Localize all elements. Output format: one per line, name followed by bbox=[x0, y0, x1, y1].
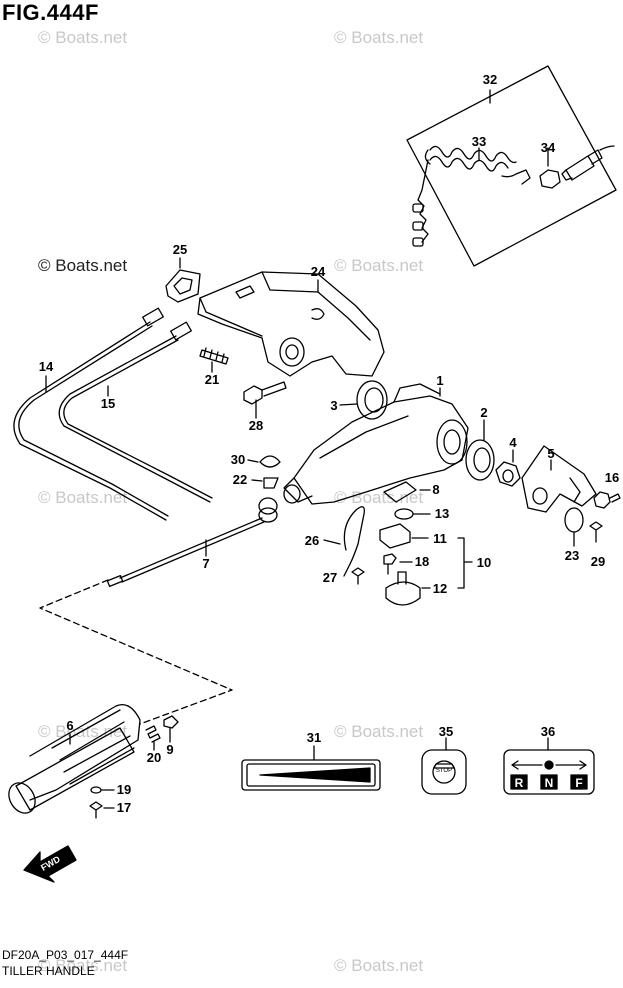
leader-line bbox=[247, 459, 259, 463]
watermark: © Boats.net bbox=[334, 256, 424, 275]
washer-icon bbox=[394, 508, 414, 520]
watermark: © Boats.net bbox=[334, 722, 424, 741]
bolt-icon bbox=[593, 491, 621, 509]
callout-31: 31 bbox=[307, 730, 321, 745]
callout-9: 9 bbox=[166, 742, 173, 757]
callout-27: 27 bbox=[323, 570, 337, 585]
callout-10: 10 bbox=[477, 555, 491, 570]
screw-icon bbox=[351, 567, 365, 585]
callout-5: 5 bbox=[547, 446, 554, 461]
callout-25: 25 bbox=[173, 242, 187, 257]
tiller-handle-icon bbox=[283, 383, 469, 505]
figure-title: FIG.444F bbox=[2, 0, 99, 25]
assembly-line bbox=[39, 579, 233, 725]
bushing-icon bbox=[356, 380, 388, 420]
cable-grommet-icon bbox=[258, 497, 278, 523]
callout-23: 23 bbox=[565, 548, 579, 563]
callout-34: 34 bbox=[541, 140, 556, 155]
screw-icon bbox=[589, 521, 603, 543]
callout-18: 18 bbox=[415, 554, 429, 569]
callout-11: 11 bbox=[433, 531, 447, 546]
leader-line bbox=[251, 479, 263, 482]
cap-icon bbox=[163, 715, 179, 729]
fwd-arrow-icon bbox=[23, 845, 77, 883]
callout-26: 26 bbox=[305, 533, 319, 548]
callout-3: 3 bbox=[330, 398, 337, 413]
callout-19: 19 bbox=[117, 782, 131, 797]
bracket-icon bbox=[457, 537, 473, 589]
callout-21: 21 bbox=[205, 372, 219, 387]
callout-22: 22 bbox=[233, 472, 247, 487]
washer-icon bbox=[465, 439, 495, 481]
spring-icon bbox=[145, 725, 161, 743]
callout-17: 17 bbox=[117, 800, 131, 815]
lanyard-cord-icon bbox=[412, 145, 531, 247]
leader-line bbox=[339, 403, 358, 406]
shift-decal-icon bbox=[503, 749, 595, 795]
shift-neutral-label: N bbox=[545, 776, 554, 790]
throttle-link-icon bbox=[521, 445, 597, 513]
callout-29: 29 bbox=[591, 554, 605, 569]
callout-36: 36 bbox=[541, 724, 555, 739]
bolt-icon bbox=[243, 381, 287, 405]
callout-7: 7 bbox=[202, 556, 209, 571]
leader-line bbox=[323, 539, 341, 545]
throttle-cable-icon bbox=[58, 321, 213, 503]
callout-6: 6 bbox=[66, 718, 73, 733]
bracket-cap-icon bbox=[165, 269, 201, 303]
callout-1: 1 bbox=[436, 373, 443, 388]
callout-33: 33 bbox=[472, 134, 486, 149]
callout-12: 12 bbox=[433, 581, 447, 596]
watermark: © Boats.net bbox=[334, 956, 424, 975]
shift-cable-icon bbox=[13, 307, 169, 521]
diagram-code: DF20A_P03_017_444F bbox=[2, 948, 129, 962]
clip-icon bbox=[263, 477, 279, 489]
plug-icon bbox=[90, 786, 102, 794]
callout-20: 20 bbox=[147, 750, 161, 765]
callout-8: 8 bbox=[432, 482, 439, 497]
screw-icon bbox=[383, 553, 397, 575]
callout-30: 30 bbox=[231, 452, 245, 467]
friction-knob-icon bbox=[385, 571, 421, 606]
stop-switch-body-icon bbox=[561, 145, 615, 181]
screw-icon bbox=[89, 801, 103, 819]
spring-pin-icon bbox=[199, 347, 229, 365]
callout-13: 13 bbox=[435, 506, 449, 521]
callout-14: 14 bbox=[39, 359, 54, 374]
watermark: © Boats.net bbox=[334, 28, 424, 47]
watermark: © Boats.net bbox=[38, 488, 128, 507]
callout-15: 15 bbox=[101, 396, 115, 411]
callout-24: 24 bbox=[311, 264, 326, 279]
throttle-cable-icon bbox=[106, 517, 265, 588]
nut-icon bbox=[539, 169, 561, 189]
tiller-grip-icon bbox=[8, 703, 141, 814]
callout-35: 35 bbox=[439, 724, 453, 739]
stop-switch-icon bbox=[421, 749, 467, 795]
friction-block-icon bbox=[379, 523, 411, 549]
shift-forward-label: F bbox=[575, 776, 582, 790]
watermark: © Boats.net bbox=[38, 956, 128, 975]
watermark: © Boats.net bbox=[334, 488, 424, 507]
clip-icon bbox=[259, 455, 281, 468]
washer-icon bbox=[564, 507, 584, 533]
callout-2: 2 bbox=[480, 405, 487, 420]
lanyard-kit-frame bbox=[406, 65, 617, 267]
diagram-name: TILLER HANDLE bbox=[2, 964, 95, 978]
callout-32: 32 bbox=[483, 72, 497, 87]
callout-28: 28 bbox=[249, 418, 263, 433]
throttle-decal-icon bbox=[241, 759, 381, 791]
watermark: © Boats.net bbox=[38, 256, 128, 275]
steering-bracket-icon bbox=[197, 271, 385, 377]
stop-label: STOP bbox=[436, 768, 452, 774]
collar-icon bbox=[495, 461, 521, 487]
callout-16: 16 bbox=[605, 470, 619, 485]
callout-4: 4 bbox=[509, 435, 517, 450]
plate-icon bbox=[383, 481, 417, 503]
spring-icon bbox=[343, 506, 365, 577]
watermark: © Boats.net bbox=[38, 28, 128, 47]
shift-reverse-label: R bbox=[515, 776, 524, 790]
